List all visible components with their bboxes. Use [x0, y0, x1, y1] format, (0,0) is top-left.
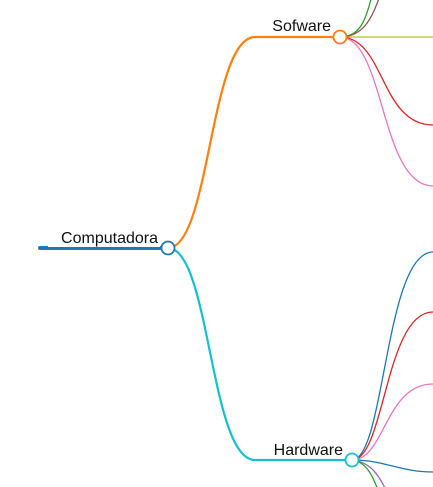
root-label-background [48, 227, 160, 247]
sofware-label-background [263, 15, 333, 34]
sofware-child-link [339, 36, 433, 126]
branch-hardware-link [166, 246, 354, 462]
hardware-label: Hardware [274, 442, 343, 459]
hardware-child-link [351, 383, 433, 461]
hardware-child-link [351, 459, 433, 473]
hardware-node-circle[interactable] [344, 452, 360, 468]
hardware-child-link [351, 251, 433, 461]
sofware-node[interactable]: Sofware [263, 15, 348, 45]
hardware-label-background [263, 439, 345, 458]
sofware-label: Sofware [272, 18, 331, 35]
root-node[interactable]: Computadora [48, 227, 176, 256]
hardware-child-link [351, 311, 433, 461]
sofware-child-link [339, 0, 379, 38]
sofware-node-circle[interactable] [332, 29, 348, 45]
hardware-node[interactable]: Hardware [263, 439, 360, 468]
branch-sofware-link [166, 35, 342, 250]
sofware-child-link [339, 36, 433, 187]
root-label: Computadora [61, 230, 158, 247]
root-node-circle[interactable] [160, 240, 176, 256]
